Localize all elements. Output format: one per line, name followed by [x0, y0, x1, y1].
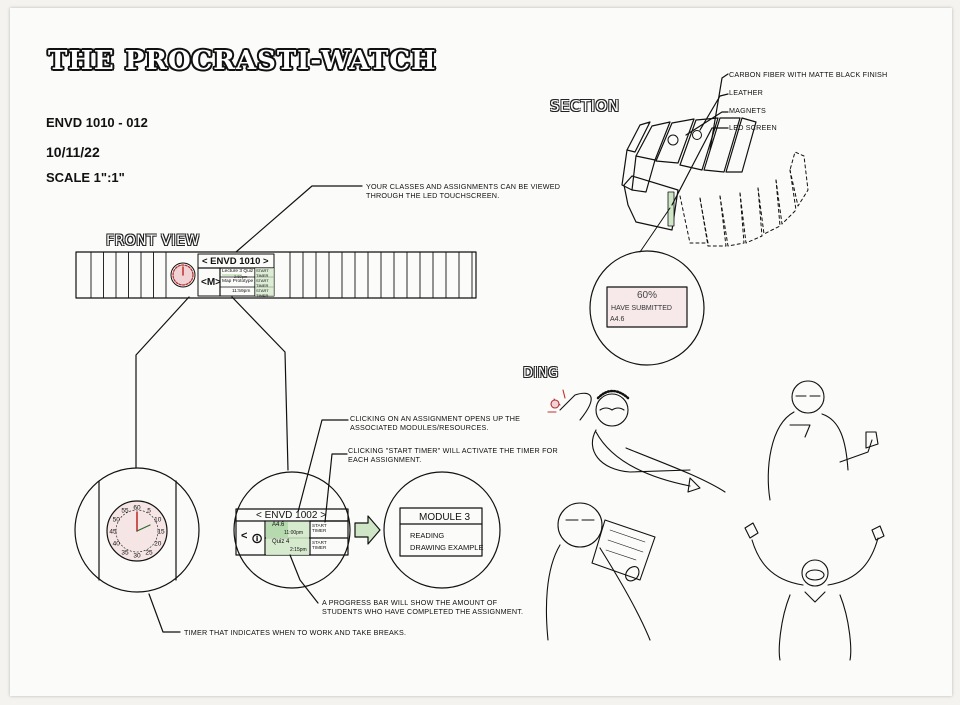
material-2: LEATHER [729, 88, 764, 97]
zoom-item-1-time: 11:00pm [284, 530, 304, 536]
dial-number: 60 [133, 505, 141, 512]
start-timer-note: CLICKING "START TIMER" WILL ACTIVATE THE… [348, 446, 558, 464]
dial-number: 30 [133, 553, 141, 560]
module-screen [399, 507, 483, 557]
dial-number: 10 [154, 517, 162, 524]
dial-number: 15 [157, 529, 165, 536]
zoom-course-label: < ENVD 1002 > [256, 510, 327, 521]
scale: SCALE 1":1" [46, 170, 125, 185]
screen-zoom-circle [233, 471, 351, 589]
section-drawing [621, 117, 809, 247]
band-start-timer-1[interactable]: START TIMER [256, 268, 269, 278]
dial-number: 25 [145, 549, 153, 556]
figure-ding [547, 389, 726, 493]
dial-number: 35 [121, 549, 129, 556]
band-row-1-due: 2:59pm [234, 273, 248, 279]
figure-celebrate [744, 522, 885, 661]
front-view-band [75, 251, 477, 299]
material-3: MAGNETS [729, 106, 766, 115]
dial-number: 40 [113, 541, 121, 548]
course-code: ENVD 1010 - 012 [46, 115, 148, 130]
dial-number: 45 [109, 529, 117, 536]
front-view-label: FRONT VIEW [106, 233, 200, 249]
ding-label: DING [523, 366, 559, 381]
figure-fist [767, 380, 879, 501]
module-link-reading[interactable]: READING [410, 531, 445, 540]
band-row-3: 11:59pm [232, 289, 251, 294]
dial-number: 20 [154, 541, 162, 548]
zoom-nav-left[interactable]: < [241, 530, 248, 542]
flow-arrow [354, 515, 381, 545]
band-dial [170, 262, 196, 288]
progress-bar-note: A PROGRESS BAR WILL SHOW THE AMOUNT OF S… [322, 598, 524, 616]
zoom-item-1[interactable]: A4.6 [272, 522, 285, 528]
zoom-item-2-time: 2:15pm [290, 547, 307, 553]
zoom-info-icon[interactable]: 🛈 [252, 534, 263, 545]
notification-screen [606, 286, 688, 328]
led-note: YOUR CLASSES AND ASSIGNMENTS CAN BE VIEW… [366, 182, 561, 200]
notification-label: HAVE SUBMITTED [611, 305, 672, 312]
zoom-item-2[interactable]: Quiz 4 [272, 539, 290, 545]
timer-note: TIMER THAT INDICATES WHEN TO WORK AND TA… [184, 628, 407, 637]
band-start-timer-3[interactable]: START TIMER [256, 288, 269, 298]
dial-zoom-circle [74, 467, 200, 593]
material-4: LED SCREEN [729, 123, 777, 132]
timer-dial [106, 500, 168, 562]
notification-circle [589, 250, 705, 366]
paper-sheet [10, 8, 952, 696]
module-title: MODULE 3 [419, 512, 471, 523]
click-assignment-note: CLICKING ON AN ASSIGNMENT OPENS UP THE A… [350, 414, 521, 432]
notification-item: A4.6 [610, 316, 625, 323]
page-title: THE PROCRASTI-WATCH [48, 46, 437, 76]
figure-reading [545, 502, 656, 641]
zoom-start-timer-1[interactable]: START TIMER [312, 523, 327, 533]
band-start-timer-2[interactable]: START TIMER [256, 278, 269, 288]
band-row-1[interactable]: Lecture 3 Quiz [222, 269, 254, 274]
material-1: CARBON FIBER WITH MATTE BLACK FINISH [729, 70, 888, 79]
dial-number: 5 [147, 508, 151, 515]
band-nav-button[interactable]: <M> [201, 277, 222, 288]
module-zoom-circle [383, 471, 501, 589]
band-row-2[interactable]: Map Prototype [222, 279, 254, 284]
dial-number: 55 [121, 508, 129, 515]
module-link-drawing[interactable]: DRAWING EXAMPLE [410, 543, 484, 552]
notification-percent: 60% [637, 290, 658, 301]
date: 10/11/22 [46, 144, 100, 160]
section-label: SECTION [550, 97, 620, 115]
band-course-label: < ENVD 1010 > [202, 256, 269, 267]
dial-number: 50 [113, 517, 121, 524]
zoom-start-timer-2[interactable]: START TIMER [312, 540, 327, 550]
